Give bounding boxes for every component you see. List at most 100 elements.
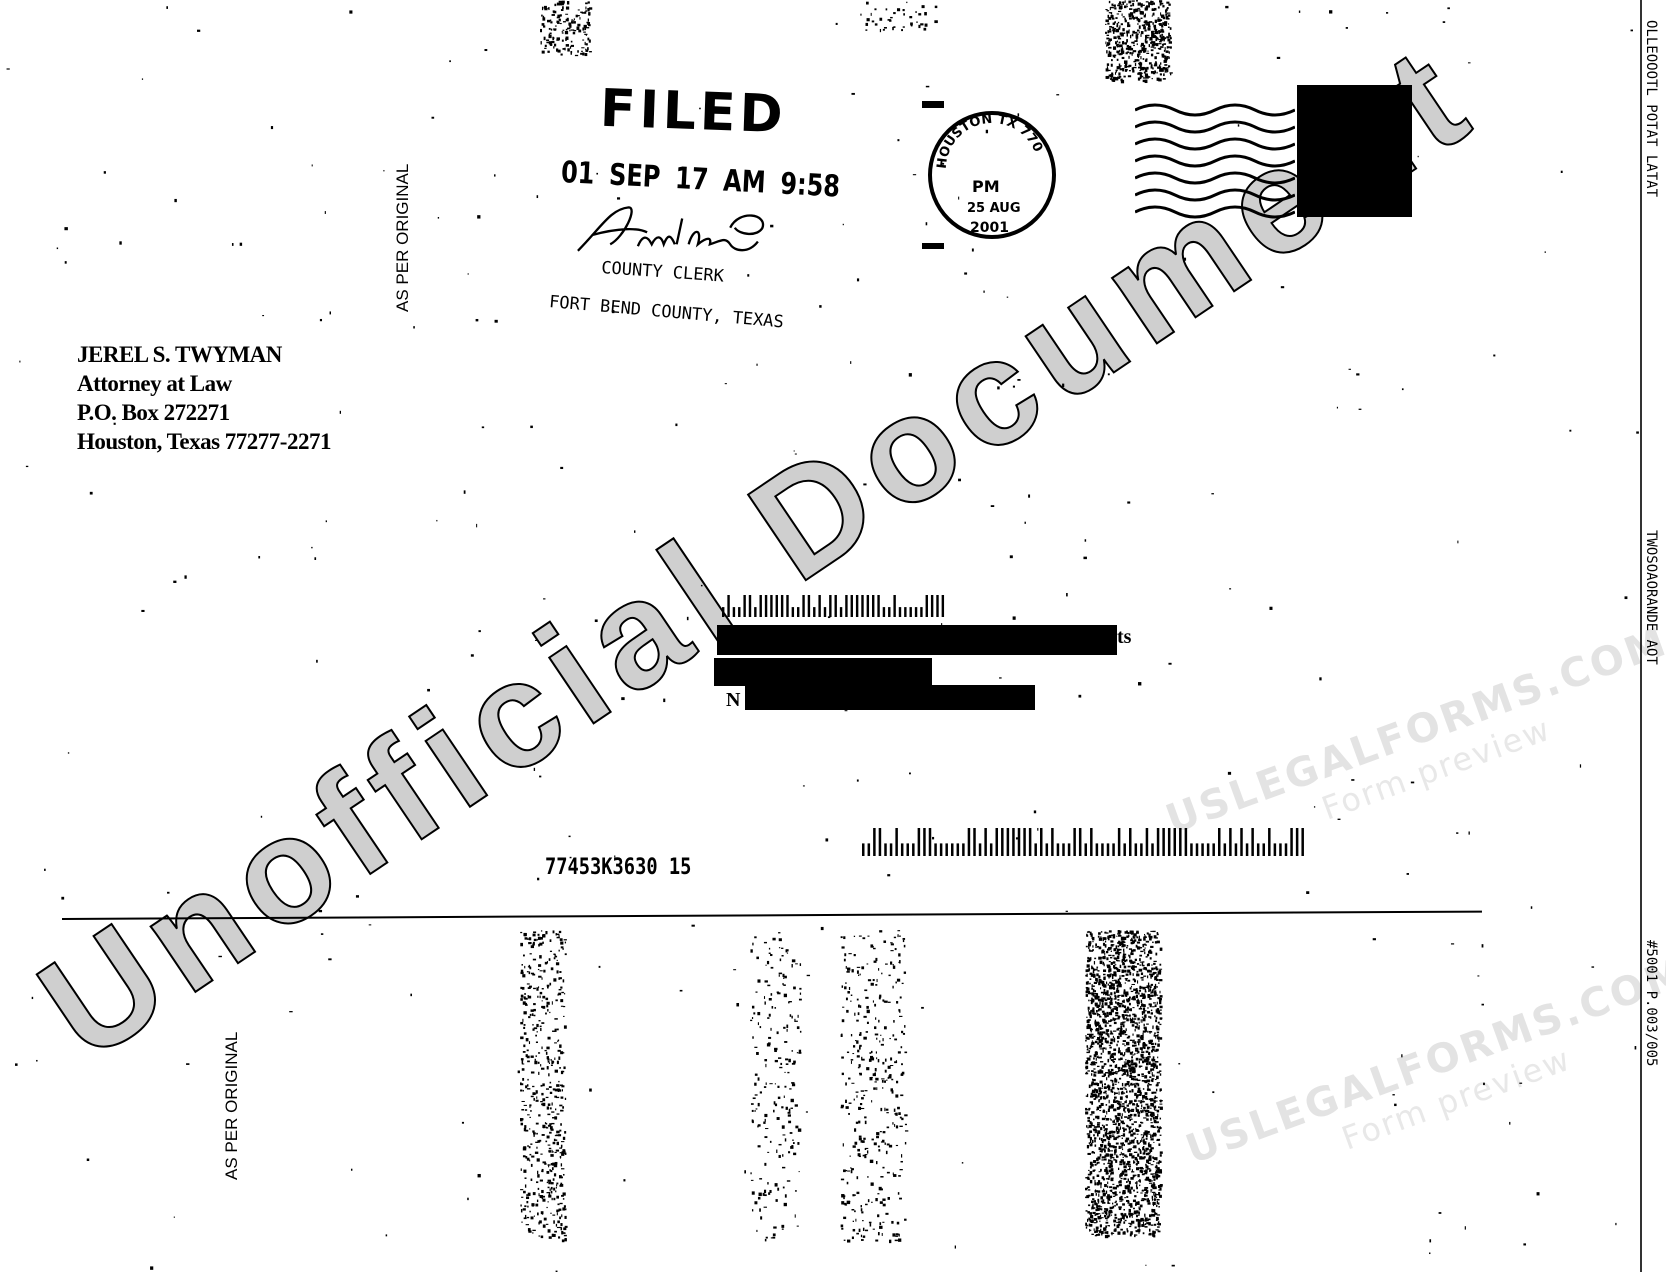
speckle — [888, 1144, 893, 1148]
speckle — [1091, 1042, 1094, 1045]
speckle — [798, 1049, 802, 1053]
speckle — [861, 966, 865, 970]
speckle — [893, 1174, 897, 1177]
speckle — [1100, 1168, 1102, 1172]
speckle — [67, 752, 70, 754]
speckle — [1106, 1085, 1111, 1089]
speckle — [1148, 1155, 1152, 1158]
speckle — [542, 15, 545, 19]
speckle — [1152, 1182, 1155, 1184]
speckle — [1142, 1043, 1146, 1047]
speckle — [895, 1144, 899, 1147]
speckle — [864, 989, 868, 992]
speckle — [1101, 1159, 1104, 1161]
speckle — [1136, 53, 1140, 57]
speckle — [1126, 1124, 1129, 1127]
speckle — [869, 1077, 873, 1081]
filed-stamp: FILED — [599, 78, 788, 146]
speckle — [1135, 1057, 1139, 1061]
speckle — [538, 1235, 541, 1237]
speckle — [1128, 1064, 1131, 1068]
speckle — [1152, 1233, 1154, 1237]
speckle — [1131, 1067, 1134, 1071]
speckle — [1118, 1091, 1120, 1095]
speckle — [1126, 1048, 1130, 1050]
speckle — [1119, 1180, 1122, 1184]
speckle — [776, 1031, 779, 1035]
speckle — [1097, 1042, 1100, 1045]
speckle — [520, 1089, 523, 1092]
speckle — [1105, 1095, 1108, 1099]
speckle — [1150, 41, 1153, 44]
speckle — [547, 1103, 551, 1106]
speckle — [1158, 1039, 1160, 1043]
speckle — [1101, 1031, 1106, 1034]
barcode-bar — [759, 595, 762, 617]
speckle — [1401, 388, 1404, 391]
speckle — [534, 1058, 536, 1061]
speckle — [1108, 1165, 1111, 1168]
speckle — [586, 27, 590, 29]
speckle — [1109, 1055, 1111, 1059]
speckle — [1132, 1104, 1136, 1106]
speckle — [542, 934, 546, 938]
speckle — [1155, 1177, 1158, 1180]
speckle — [1142, 1004, 1146, 1007]
speckle — [1140, 3, 1143, 6]
speckle — [1085, 974, 1088, 977]
speckle — [882, 1087, 884, 1089]
speckle — [561, 39, 564, 42]
speckle — [533, 1027, 538, 1030]
barcode-bar — [906, 843, 910, 856]
speckle — [1137, 66, 1141, 69]
speckle — [1129, 971, 1132, 976]
speckle — [1091, 936, 1093, 940]
speckle — [547, 1229, 551, 1233]
speckle — [1150, 3, 1153, 6]
speckle — [1337, 818, 1341, 820]
speckle — [320, 933, 324, 935]
speckle — [549, 1188, 551, 1191]
speckle — [1110, 1145, 1114, 1148]
speckle — [546, 1046, 550, 1050]
speckle — [757, 1011, 761, 1016]
barcode-bar — [995, 828, 999, 856]
speckle — [1148, 62, 1152, 65]
speckle — [1098, 1137, 1101, 1140]
speckle — [1089, 1121, 1092, 1124]
speckle — [1135, 1203, 1137, 1206]
speckle — [1126, 1036, 1130, 1039]
speckle — [1139, 49, 1142, 53]
speckle — [848, 1102, 852, 1104]
speckle — [791, 1015, 793, 1019]
speckle — [764, 1194, 767, 1197]
speckle — [548, 1150, 552, 1152]
speckle — [1155, 994, 1159, 996]
speckle — [1147, 969, 1151, 973]
speckle — [535, 1181, 539, 1184]
speckle — [1159, 1103, 1163, 1105]
speckle — [846, 1051, 850, 1054]
speckle — [1086, 973, 1088, 977]
redacted-recipient-line — [714, 658, 932, 686]
speckle — [853, 935, 856, 938]
speckle — [1089, 1143, 1093, 1147]
speckle — [876, 1132, 880, 1136]
speckle — [173, 580, 177, 583]
speckle — [1092, 1007, 1095, 1010]
speckle — [534, 639, 538, 641]
speckle — [526, 1194, 528, 1197]
speckle — [1153, 1223, 1157, 1226]
speckle — [1093, 1074, 1097, 1077]
speckle — [585, 2, 588, 5]
speckle — [890, 950, 894, 952]
speckle — [1117, 1112, 1121, 1117]
speckle — [1157, 1167, 1160, 1171]
speckle — [873, 1087, 876, 1090]
speckle — [856, 1040, 859, 1044]
speckle — [1160, 29, 1164, 33]
speckle — [899, 960, 901, 964]
speckle — [1145, 37, 1147, 40]
speckle — [564, 1131, 567, 1134]
speckle — [623, 1179, 626, 1182]
